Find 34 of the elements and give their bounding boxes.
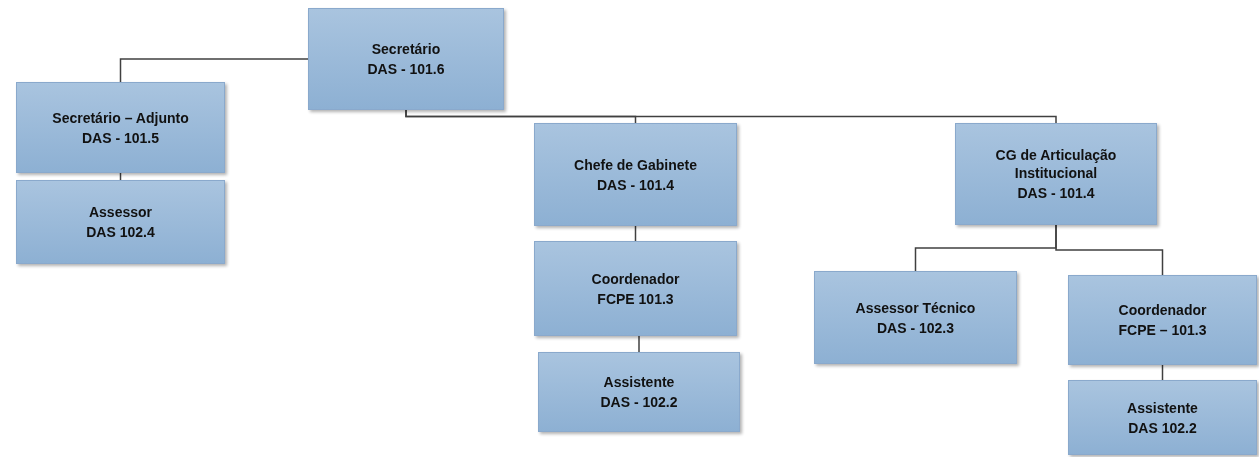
org-box [308, 8, 504, 110]
connector-line [119, 58, 309, 83]
connector-line [638, 335, 640, 353]
org-box [16, 180, 225, 264]
position-title: Coordenador [591, 269, 680, 288]
org-box [814, 271, 1017, 364]
position-title: CG de Articulação Institucional [994, 146, 1118, 182]
position-title: Assistente [603, 373, 675, 391]
connector-line [1055, 224, 1164, 276]
position-code: DAS - 101.6 [367, 60, 445, 78]
connector-line [405, 109, 1057, 124]
org-box [16, 82, 225, 173]
position-code: DAS - 102.2 [600, 393, 678, 411]
position-title: Assessor Técnico [855, 298, 976, 317]
position-title: Secretário [371, 40, 441, 58]
position-code: DAS - 101.4 [1017, 184, 1095, 202]
position-code: DAS 102.2 [1128, 418, 1197, 437]
org-box [955, 123, 1157, 225]
org-box [1068, 380, 1257, 455]
org-box [534, 241, 737, 336]
position-code: FCPE 101.3 [597, 289, 674, 308]
org-box [1068, 275, 1257, 365]
position-code: DAS 102.4 [86, 223, 155, 241]
position-title: Chefe de Gabinete [574, 155, 697, 174]
position-code: DAS - 101.4 [596, 175, 674, 194]
position-code: FCPE – 101.3 [1118, 321, 1207, 339]
org-box [538, 352, 740, 432]
position-title: Secretário – Adjunto [52, 108, 189, 127]
org-box [534, 123, 737, 226]
position-code: DAS - 102.3 [876, 318, 954, 337]
position-code: DAS - 101.5 [81, 128, 159, 147]
position-title: Coordenador [1118, 301, 1207, 319]
position-title: Assistente [1127, 398, 1198, 417]
position-title: Assessor [88, 203, 152, 221]
